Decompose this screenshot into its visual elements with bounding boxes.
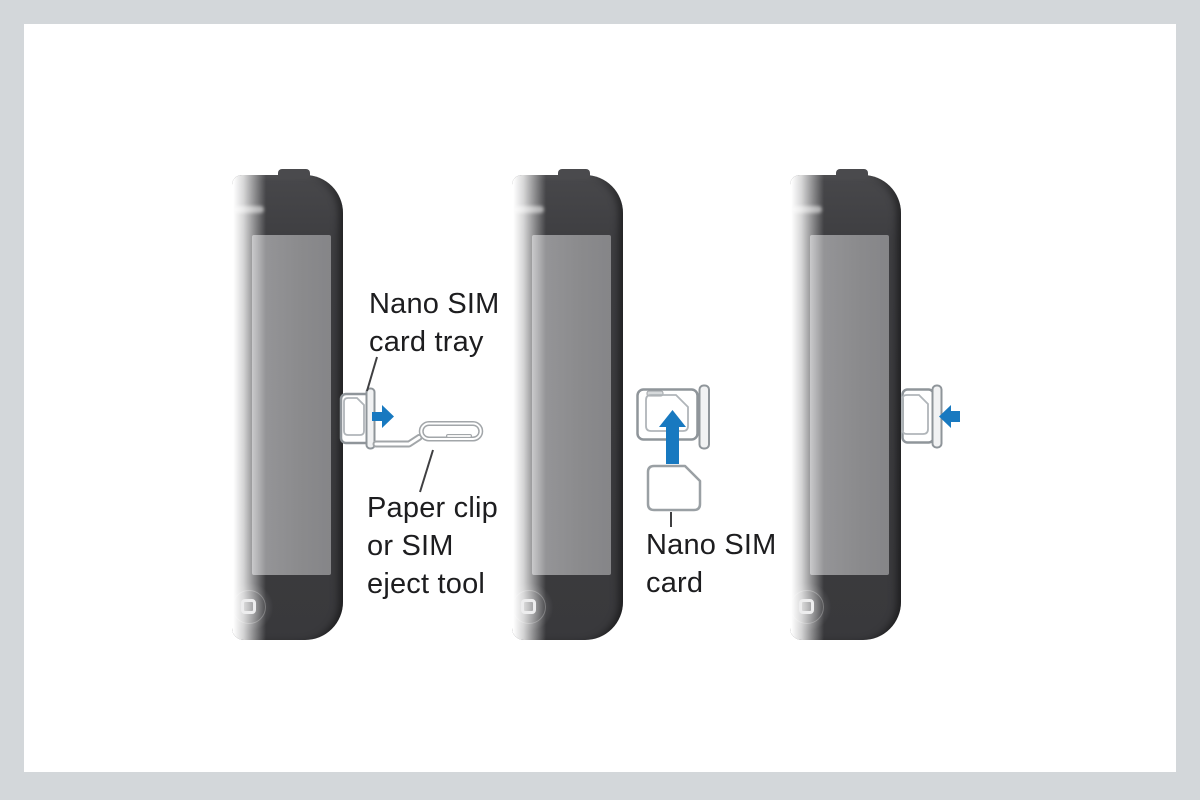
pointer-line-tool bbox=[419, 449, 434, 493]
sim-tray-cavity bbox=[645, 394, 689, 432]
label-line: or SIM bbox=[367, 530, 454, 562]
sim-tray-door bbox=[698, 384, 710, 450]
arrow-up-icon bbox=[659, 410, 686, 464]
home-button-icon bbox=[521, 599, 536, 614]
diagram-panel: Nano SIM card tray Paper clip or SIM eje… bbox=[24, 24, 1176, 772]
label-nano-sim-card-tray: Nano SIM card tray bbox=[369, 285, 500, 361]
label-line: Paper clip bbox=[367, 492, 498, 524]
phone-edge-shading bbox=[512, 175, 546, 640]
sim-tray-cavity bbox=[901, 394, 929, 435]
step3-reinsert-group bbox=[901, 384, 960, 449]
edge-highlight bbox=[792, 206, 822, 213]
phone-step-1 bbox=[225, 169, 343, 640]
annotations-overlay bbox=[339, 356, 960, 527]
paper-clip-icon bbox=[372, 421, 484, 448]
label-nano-sim-card: Nano SIM card bbox=[646, 526, 777, 602]
sim-tray-cavity bbox=[343, 397, 365, 436]
label-line: card bbox=[646, 567, 704, 599]
label-line: Nano SIM bbox=[646, 529, 777, 561]
sleep-wake-button bbox=[836, 169, 868, 178]
label-line: Nano SIM bbox=[369, 288, 500, 320]
edge-highlight bbox=[234, 206, 264, 213]
arrow-left-icon bbox=[939, 405, 960, 428]
pointer-line-tray bbox=[366, 356, 378, 392]
sleep-wake-button bbox=[558, 169, 590, 178]
edge-highlight bbox=[514, 206, 544, 213]
phone-step-2 bbox=[505, 169, 623, 640]
home-button-icon bbox=[241, 599, 256, 614]
paper-clip-wire-core bbox=[374, 436, 421, 446]
step2-insert-card-group bbox=[636, 384, 710, 527]
sleep-wake-button bbox=[278, 169, 310, 178]
home-button-icon bbox=[799, 599, 814, 614]
label-line: card tray bbox=[369, 326, 484, 358]
home-button-ring bbox=[232, 590, 266, 624]
arrow-right-icon bbox=[372, 405, 394, 428]
label-paper-clip-or-sim-eject-tool: Paper clip or SIM eject tool bbox=[367, 489, 498, 603]
home-button-ring bbox=[790, 590, 824, 624]
label-line: eject tool bbox=[367, 568, 486, 600]
home-button-ring bbox=[512, 590, 546, 624]
nano-sim-card-icon bbox=[646, 464, 702, 512]
step1-eject-group bbox=[339, 356, 484, 493]
paper-clip-loop-core bbox=[420, 422, 482, 440]
phone-edge-shading bbox=[232, 175, 266, 640]
phone-edge-shading bbox=[790, 175, 824, 640]
phone-step-3 bbox=[783, 169, 901, 640]
